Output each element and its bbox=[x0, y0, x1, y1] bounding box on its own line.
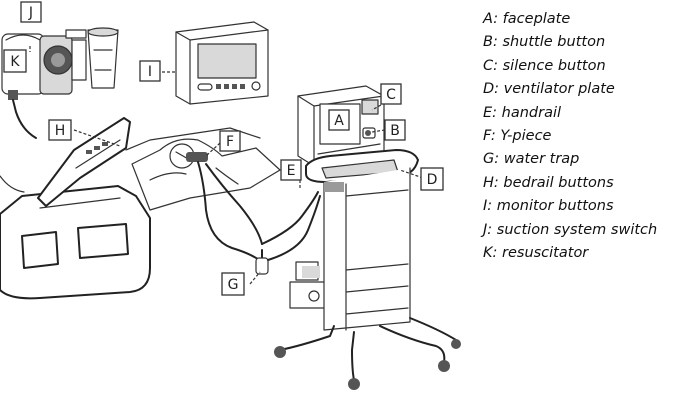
legend-item-j: J: suction system switch bbox=[483, 221, 658, 238]
legend-item-i: I: monitor buttons bbox=[483, 198, 614, 215]
letter-badge-i: I bbox=[139, 60, 161, 82]
letter-e: E bbox=[287, 163, 296, 179]
legend: A: faceplate B: shuttle button C: silenc… bbox=[483, 8, 683, 265]
legend-item-f: F: Y-piece bbox=[483, 128, 552, 145]
ventilator-drawing bbox=[274, 85, 461, 390]
suction-system-drawing bbox=[1, 27, 119, 139]
letter-j: J bbox=[28, 5, 33, 21]
letter-badge-e: E bbox=[280, 159, 302, 181]
legend-item-d: D: ventilator plate bbox=[483, 81, 615, 98]
bed-drawing bbox=[0, 117, 281, 300]
letter-i: I bbox=[148, 64, 152, 80]
letter-h: H bbox=[55, 123, 66, 139]
letter-b: B bbox=[390, 123, 400, 139]
letter-badge-j: J bbox=[20, 1, 42, 23]
legend-item-b: B: shuttle button bbox=[483, 34, 606, 51]
legend-item-e: E: handrail bbox=[483, 104, 562, 121]
letter-badge-c: C bbox=[380, 83, 402, 105]
letter-badge-h: H bbox=[48, 119, 72, 141]
letter-badge-g: G bbox=[221, 272, 245, 296]
letter-g: G bbox=[228, 277, 239, 293]
legend-item-c: C: silence button bbox=[483, 57, 606, 74]
letter-badge-k: K bbox=[3, 49, 27, 73]
legend-item-k: K: resuscitator bbox=[483, 245, 589, 262]
legend-item-a: A: faceplate bbox=[483, 11, 571, 27]
letter-k: K bbox=[10, 54, 20, 70]
letter-d: D bbox=[427, 172, 438, 188]
letter-c: C bbox=[386, 87, 396, 103]
letter-a: A bbox=[334, 113, 344, 129]
letter-badge-f: F bbox=[219, 130, 241, 152]
letter-badge-a: A bbox=[328, 109, 350, 131]
letter-badge-b: B bbox=[384, 119, 406, 141]
patient-monitor-drawing bbox=[175, 21, 269, 105]
legend-item-h: H: bedrail buttons bbox=[483, 174, 614, 191]
letter-badge-d: D bbox=[420, 167, 444, 191]
breathing-circuit-drawing bbox=[186, 152, 331, 309]
legend-item-g: G: water trap bbox=[483, 151, 580, 168]
letter-f: F bbox=[226, 134, 234, 150]
